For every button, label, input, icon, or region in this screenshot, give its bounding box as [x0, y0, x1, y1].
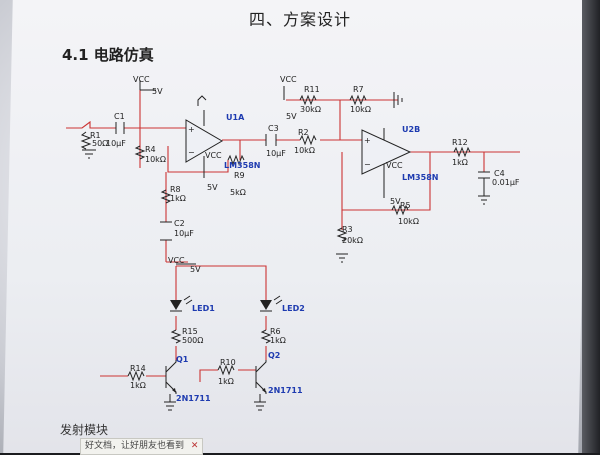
q2-ref: Q2 [268, 351, 280, 360]
led1-label: LED1 [192, 304, 215, 313]
r12-ref: R12 [452, 138, 468, 147]
svg-text:+: + [188, 125, 195, 134]
vcc-label-1: VCC [133, 75, 150, 84]
q1-transistor-symbol [165, 360, 177, 394]
svg-text:−: − [188, 148, 195, 157]
c3-value: 10μF [266, 149, 286, 158]
c4-value: 0.01μF [492, 178, 520, 187]
wires [66, 90, 520, 382]
r14-value: 1kΩ [130, 381, 146, 390]
r6-value: 1kΩ [270, 336, 286, 345]
c3-ref: C3 [268, 124, 279, 133]
r3-ref: R3 [342, 225, 353, 234]
vcc-label-2: VCC [280, 75, 297, 84]
opamp-u2b-symbol: + − [361, 128, 412, 198]
r11-value: 30kΩ [300, 105, 321, 114]
voltage-label-2: 5V [286, 112, 297, 121]
r2-ref: R2 [298, 128, 309, 137]
u1a-vcc-label: VCC [205, 151, 222, 160]
screen-edge [582, 0, 600, 453]
led2-label: LED2 [282, 304, 305, 313]
q2-part: 2N1711 [268, 386, 303, 395]
component-labels: VCC 5V VCC 5V VCC 5V 5V 5V U1A LM358N VC… [90, 75, 520, 403]
r5-ref: R5 [400, 201, 411, 210]
c2-ref: C2 [174, 219, 185, 228]
r4-ref: R4 [145, 145, 156, 154]
resistor-symbols [80, 94, 471, 382]
section-heading: 4.1 电路仿真 [62, 46, 154, 64]
r15-value: 500Ω [182, 336, 203, 345]
r8-value: 1kΩ [170, 194, 186, 203]
r11-ref: R11 [304, 85, 320, 94]
r12-value: 1kΩ [452, 158, 468, 167]
r4-value: 10kΩ [145, 155, 166, 164]
c1-ref: C1 [114, 112, 125, 121]
r3-value: 20kΩ [342, 236, 363, 245]
q2-transistor-symbol [255, 360, 267, 394]
share-toast[interactable]: 好文档，让好朋友也看到 ✕ [80, 438, 204, 455]
r9-value: 5kΩ [230, 188, 246, 197]
vcc-label-3: VCC [168, 256, 185, 265]
ground-symbols [82, 80, 490, 411]
r6-ref: R6 [270, 327, 281, 336]
voltage-label-1: 5V [152, 87, 163, 96]
close-icon[interactable]: ✕ [190, 441, 199, 451]
r10-ref: R10 [220, 358, 236, 367]
section-label: 发射模块 [60, 423, 109, 437]
q1-ref: Q1 [176, 355, 189, 364]
r7-ref: R7 [353, 85, 364, 94]
u2b-vcc-label: VCC [386, 161, 403, 170]
capacitor-symbols [115, 122, 490, 241]
u1a-name: U1A [226, 113, 245, 122]
led2-symbol [260, 295, 283, 312]
chapter-heading: 四、方案设计 [248, 10, 351, 29]
r15-ref: R15 [182, 327, 198, 336]
c4-ref: C4 [494, 169, 505, 178]
r7-value: 10kΩ [350, 105, 371, 114]
svg-text:−: − [364, 160, 371, 169]
opamp-u1a-symbol: + − [185, 110, 223, 178]
u2b-name: U2B [402, 125, 420, 134]
r1-value: 50Ω [92, 139, 108, 148]
voltage-label-5: 5V [390, 197, 401, 206]
c1-value: 10μF [106, 139, 126, 148]
share-toast-text: 好文档，让好朋友也看到 [85, 441, 185, 451]
u1a-part: LM358N [224, 161, 260, 170]
q1-part: 2N1711 [176, 394, 211, 403]
led1-symbol [170, 295, 193, 312]
r2-value: 10kΩ [294, 146, 315, 155]
voltage-label-3: 5V [190, 265, 201, 274]
voltage-label-4: 5V [207, 183, 218, 192]
r9-ref: R9 [234, 171, 245, 180]
svg-text:+: + [364, 136, 371, 145]
r1-ref: R1 [90, 131, 101, 140]
r14-ref: R14 [130, 364, 146, 373]
r8-ref: R8 [170, 185, 181, 194]
r10-value: 1kΩ [218, 377, 234, 386]
u2b-part: LM358N [402, 173, 438, 182]
c2-value: 10μF [174, 229, 194, 238]
r5-value: 10kΩ [398, 217, 419, 226]
